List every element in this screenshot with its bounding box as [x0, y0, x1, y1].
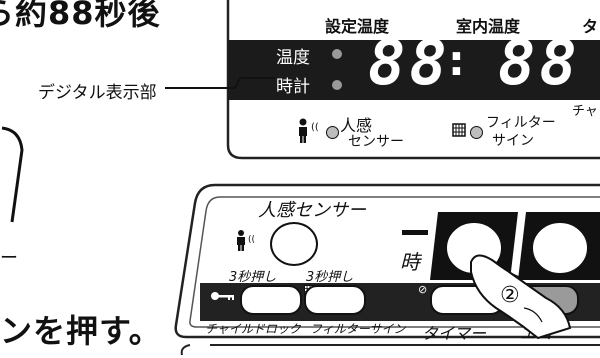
child-lock-button[interactable] — [240, 285, 302, 315]
callout-label: デジタル表示部 — [38, 83, 157, 103]
sensor-title: 人感センサー — [258, 200, 366, 221]
minute-label-cut: 分 — [586, 248, 600, 277]
top-heading-fragment: ら約88秒後 — [0, 0, 161, 32]
filter-sign-label: フィルターサイン — [310, 322, 406, 336]
digits-right: 88 — [498, 26, 581, 99]
digits-left: 88 — [368, 26, 451, 99]
pressing-finger-illustration — [470, 254, 572, 340]
sensor-wave-icon: (( — [311, 122, 319, 133]
label-clock: 時計 — [276, 77, 310, 97]
digits-separator: : — [448, 36, 465, 85]
filter-sign-button[interactable] — [304, 285, 366, 315]
timer-icon: ⊘ — [418, 283, 428, 296]
display-panel-frame — [226, 0, 600, 160]
sensor-label-line1: 人感 — [340, 116, 373, 135]
header-setting-temp: 設定温度 — [325, 17, 390, 36]
bottom-heading-fragment: ンを押す。 — [0, 312, 162, 350]
filter-label-line2: サイン — [492, 133, 534, 149]
person-icon-small — [237, 230, 245, 251]
filter-icon — [452, 123, 466, 137]
child-lock-label: チャイルドロック — [205, 322, 301, 336]
hour-label: 時 — [400, 250, 420, 274]
right-cut-label: チャ — [572, 104, 598, 119]
key-icon — [211, 292, 234, 300]
step-number: ② — [500, 283, 520, 308]
filter-indicator-dot — [470, 126, 483, 139]
timer-label: タイマー — [422, 324, 487, 343]
clock-indicator-dot — [332, 80, 342, 90]
minute-dash — [586, 230, 600, 235]
sensor-button[interactable] — [270, 222, 318, 266]
sensor-wave-icon-small: (( — [248, 235, 256, 245]
hint-left: 3秒押し — [229, 270, 277, 285]
hint-right: 3秒押し — [306, 270, 354, 285]
sensor-label-line2: センサー — [348, 134, 404, 150]
label-temperature: 温度 — [276, 48, 310, 68]
header-right-cut: タ — [582, 17, 599, 36]
temp-indicator-dot — [332, 49, 342, 59]
header-room-temp: 室内温度 — [456, 17, 521, 36]
callout-leader-line — [165, 77, 275, 89]
sensor-indicator-dot — [326, 126, 339, 139]
left-cut-text: ー — [0, 248, 18, 269]
filter-label-line1: フィルター — [486, 115, 556, 131]
person-icon — [299, 118, 307, 143]
device-edge-outline — [1, 126, 24, 223]
hour-dash — [402, 230, 428, 235]
